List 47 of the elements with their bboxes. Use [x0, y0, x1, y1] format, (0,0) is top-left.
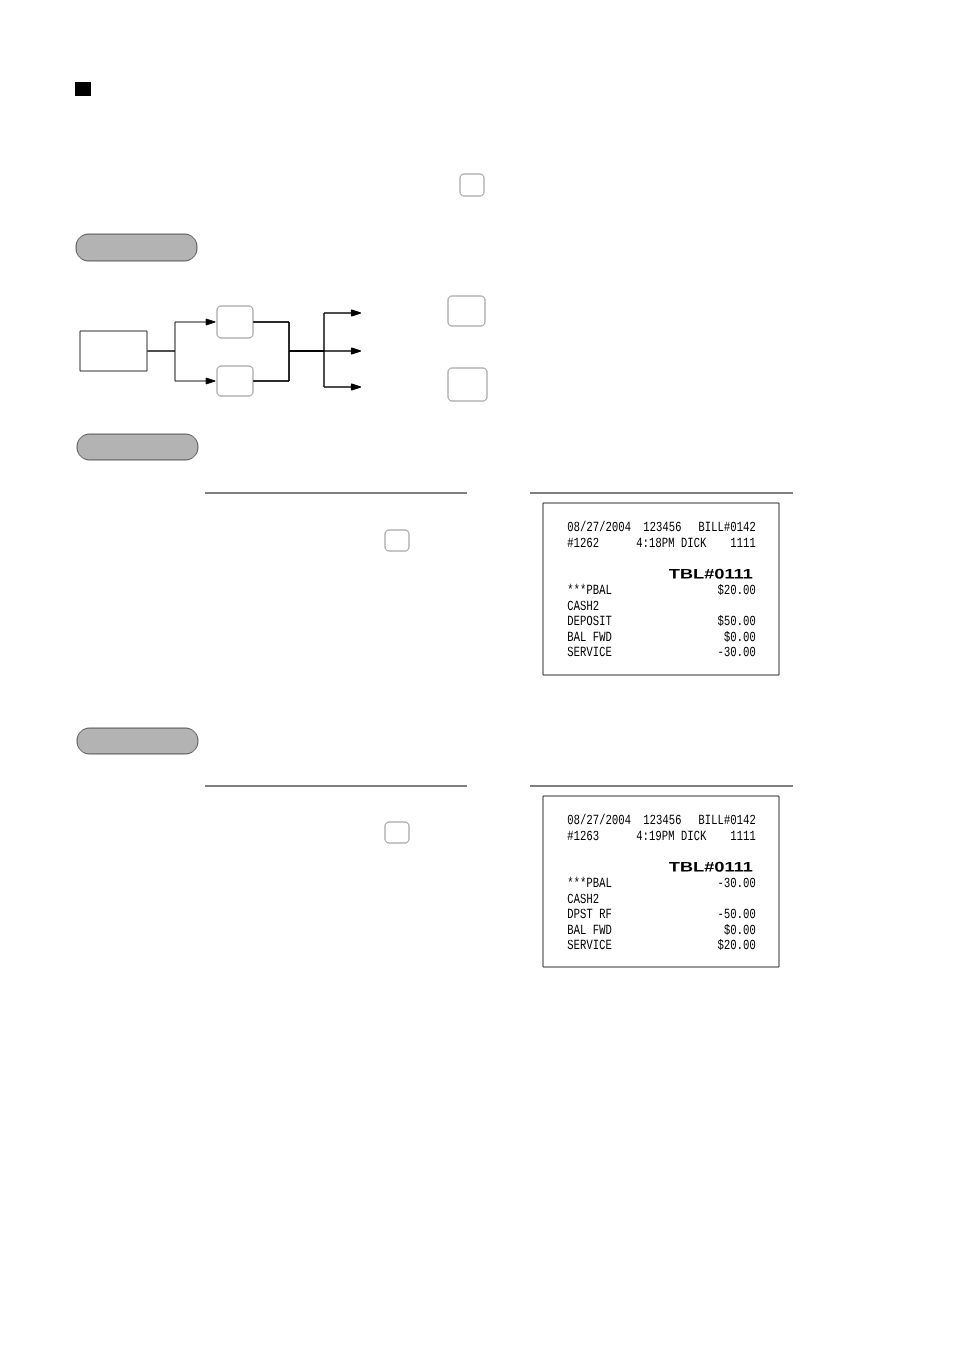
section-tab [76, 433, 199, 461]
receipt-text: $20.00 [717, 938, 756, 950]
receipt-text: TBL#0111 [669, 568, 753, 579]
receipt-text: ***PBAL [568, 876, 612, 887]
key-box [447, 295, 486, 327]
key-box [459, 173, 485, 197]
receipt-text: 4:18PM DICK [636, 537, 707, 548]
section-tab [76, 727, 199, 755]
receipt-text: 123456 [643, 521, 681, 532]
receipt-text: 08/27/2004 [567, 520, 631, 532]
section-tab [75, 233, 198, 262]
receipt-text: TBL#0111 [669, 861, 753, 872]
receipt-text: $50.00 [717, 614, 756, 626]
receipt-text: $0.00 [724, 630, 756, 642]
receipt-text: -50.00 [719, 908, 756, 919]
key-box [447, 367, 488, 402]
receipt-text: BILL#0142 [699, 814, 756, 825]
receipt-text: 123456 [643, 814, 681, 825]
receipt-text: DPST RF [568, 908, 612, 919]
receipt-text: BAL FWD [568, 631, 612, 641]
receipt-text: -30.00 [719, 877, 756, 888]
receipt [542, 502, 780, 676]
receipt-text: 08/27/2004 [567, 813, 631, 825]
receipt [542, 795, 780, 968]
receipt-text: $0.00 [724, 923, 756, 935]
receipt-text: $20.00 [717, 583, 756, 595]
receipt-text: #1262 [567, 537, 599, 548]
receipt-text: SERVICE [567, 939, 612, 950]
key-box [384, 821, 410, 844]
key-box [384, 529, 410, 552]
receipt-text: 1111 [731, 537, 756, 547]
receipt-text: SERVICE [567, 646, 612, 657]
arrow [252, 350, 361, 391]
receipt-text: ***PBAL [568, 583, 612, 594]
receipt-text: 4:19PM DICK [636, 830, 707, 841]
receipt-text: CASH2 [567, 600, 599, 611]
arrow [146, 350, 216, 385]
receipt-text: CASH2 [567, 893, 599, 904]
receipt-text: #1263 [567, 830, 599, 841]
key-box [216, 305, 254, 339]
receipt-text: 1111 [731, 830, 756, 840]
receipt-text: BAL FWD [568, 924, 612, 934]
receipt-text: DEPOSIT [568, 615, 612, 626]
receipt-text: BILL#0142 [699, 521, 756, 532]
receipt-text: -30.00 [719, 646, 756, 657]
process-box [79, 330, 148, 372]
key-box [216, 365, 254, 397]
